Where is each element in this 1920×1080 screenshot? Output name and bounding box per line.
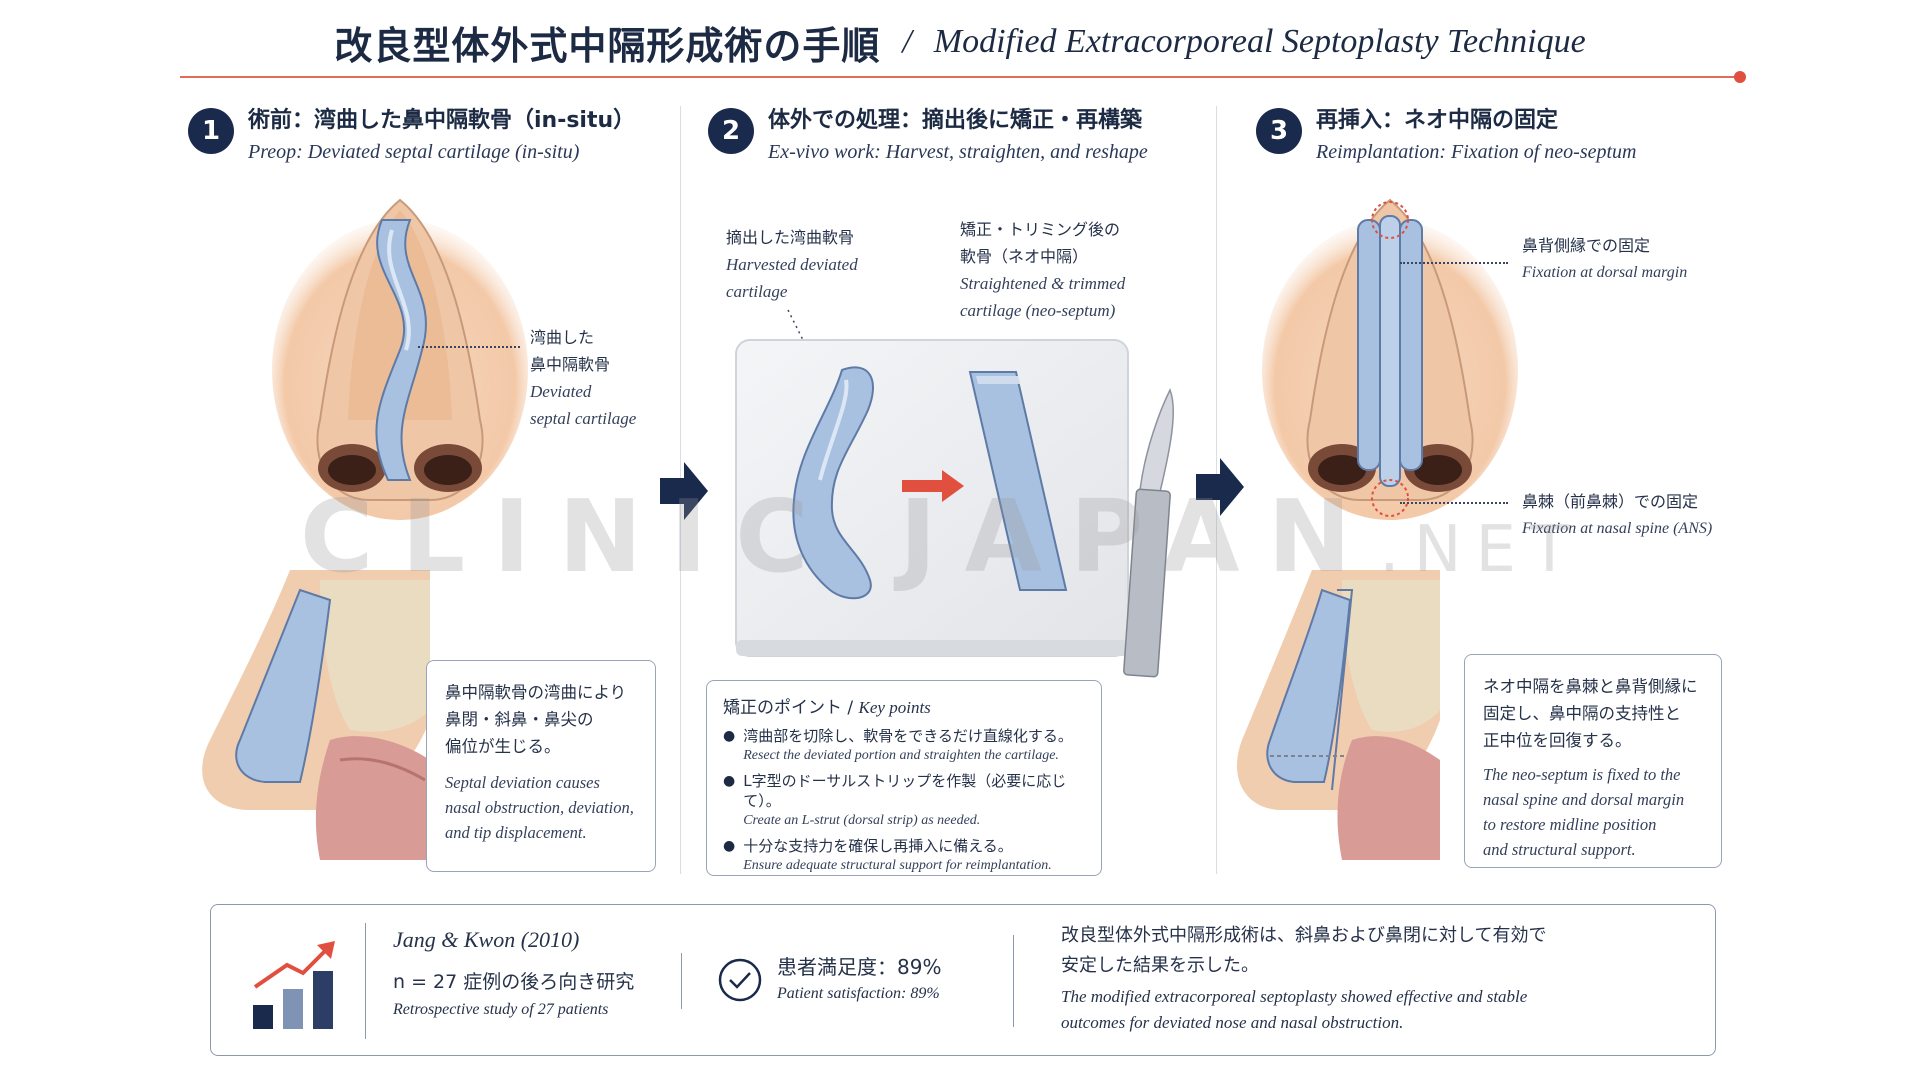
step-2-title: 体外での処理：摘出後に矯正・再構築 [768,108,1143,133]
bullet-icon: ● [723,773,736,789]
callout-en-line1: Straightened & trimmed [960,274,1126,293]
step-arrow-icon [660,462,708,520]
note-jp-line2: 固定し、鼻中隔の支持性と [1483,704,1681,723]
key-point-jp: 湾曲部を切除し、軟骨をできるだけ直線化する。 [743,727,1073,745]
summary-divider [365,923,366,1039]
key-point-item: ● L字型のドーサルストリップを作製（必要に応じて）。 Create an L-… [723,771,1085,830]
callout-en-line1: Deviated [530,382,592,401]
step-3-number: 3 [1256,108,1302,154]
checkmark-circle-icon [718,958,762,1002]
study-jp: n = 27 症例の後ろ向き研究 [393,971,635,993]
callout-jp-line2: 軟骨（ネオ中隔） [960,247,1089,266]
summary-panel: Jang & Kwon (2010) n = 27 症例の後ろ向き研究 Retr… [210,904,1716,1056]
key-points-title-en: Key points [858,698,931,717]
dorsal-fixation-callout: 鼻背側縁での固定 Fixation at dorsal margin [1522,232,1687,286]
key-points-title: 矯正のポイント / Key points [723,693,1085,718]
callout-jp-line1: 矯正・トリミング後の [960,220,1121,239]
conclusion-jp-line2: 安定した結果を示した。 [1061,955,1259,976]
step-1-note-box: 鼻中隔軟骨の湾曲により 鼻閉・斜鼻・鼻尖の 偏位が生じる。 Septal dev… [426,660,656,872]
step-1-title: 術前：湾曲した鼻中隔軟骨（in-situ） [248,108,636,133]
callout-en-line2: septal cartilage [530,409,637,428]
step-2-header: 2 体外での処理：摘出後に矯正・再構築 Ex-vivo work: Harves… [708,104,1148,166]
step-1-header: 1 術前：湾曲した鼻中隔軟骨（in-situ） Preop: Deviated … [188,104,635,166]
step-arrow-icon [1196,458,1244,516]
summary-divider [1013,935,1014,1027]
bullet-icon: ● [723,728,736,744]
step-3-header: 3 再挿入：ネオ中隔の固定 Reimplantation: Fixation o… [1256,104,1637,166]
page-header: 改良型体外式中隔形成術の手順 / Modified Extracorporeal… [180,12,1740,72]
cutting-board-illustration [735,309,1175,678]
callout-jp: 摘出した湾曲軟骨 [726,228,855,247]
step-2-subtitle: Ex-vivo work: Harvest, straighten, and r… [768,141,1148,163]
key-point-jp: 十分な支持力を確保し再挿入に備える。 [743,837,1013,855]
step-3-title: 再挿入：ネオ中隔の固定 [1316,108,1559,133]
nose-front-neoseptum-illustration [1262,198,1518,520]
title-underline-dot [1734,71,1746,83]
step-2-number: 2 [708,108,754,154]
conclusion-en-line2: outcomes for deviated nose and nasal obs… [1061,1013,1404,1032]
callout-jp-line1: 湾曲した [530,328,595,347]
study-en: Retrospective study of 27 patients [393,1001,609,1018]
title-separator: / [902,23,912,60]
note-en-line3: to restore midline position [1483,815,1657,834]
nose-lateral-section-illustration [202,570,430,860]
satisfaction-en: Patient satisfaction: 89% [777,985,940,1002]
callout-jp-line2: 鼻中隔軟骨 [530,355,611,374]
conclusion-jp-line1: 改良型体外式中隔形成術は、斜鼻および鼻閉に対して有効で [1061,925,1547,946]
key-points-title-jp: 矯正のポイント [723,698,842,718]
neo-septum-callout: 矯正・トリミング後の 軟骨（ネオ中隔） Straightened & trimm… [960,216,1125,324]
bullet-icon: ● [723,838,736,854]
callout-en: Fixation at dorsal margin [1522,264,1688,281]
callout-leader-line [1400,502,1508,504]
callout-leader-line [418,346,520,348]
step-1-number: 1 [188,108,234,154]
key-point-en: Resect the deviated portion and straight… [743,748,1059,763]
deviated-cartilage-callout: 湾曲した 鼻中隔軟骨 Deviated septal cartilage [530,324,636,432]
note-jp-line3: 偏位が生じる。 [445,737,561,756]
note-jp-line1: ネオ中隔を鼻棘と鼻背側縁に [1483,677,1698,696]
note-en-line1: Septal deviation causes [445,773,600,792]
note-jp-line1: 鼻中隔軟骨の湾曲により [445,683,627,702]
page-title-en: Modified Extracorporeal Septoplasty Tech… [933,23,1586,60]
growth-chart-icon [253,941,335,1029]
callout-jp: 鼻棘（前鼻棘）での固定 [1522,492,1699,511]
step-1-subtitle: Preop: Deviated septal cartilage (in-sit… [248,141,580,163]
note-en-line1: The neo-septum is fixed to the [1483,765,1681,784]
key-point-item: ● 十分な支持力を確保し再挿入に備える。 Ensure adequate str… [723,836,1085,875]
key-point-en: Create an L-strut (dorsal strip) as need… [743,813,981,828]
key-points-title-sep: / [847,698,854,718]
callout-en: Fixation at nasal spine (ANS) [1522,520,1713,537]
nose-front-deviated-illustration [272,198,528,520]
nose-lateral-fixation-illustration [1236,570,1440,860]
harvested-cartilage-callout: 摘出した湾曲軟骨 Harvested deviated cartilage [726,224,858,305]
callout-en-line2: cartilage [726,282,788,301]
conclusion-en-line1: The modified extracorporeal septoplasty … [1061,987,1528,1006]
callout-jp: 鼻背側縁での固定 [1522,236,1651,255]
key-point-en: Ensure adequate structural support for r… [743,858,1052,873]
note-en-line2: nasal obstruction, deviation, [445,798,634,817]
note-jp-line3: 正中位を回復する。 [1483,731,1632,750]
nasal-spine-fixation-callout: 鼻棘（前鼻棘）での固定 Fixation at nasal spine (ANS… [1522,488,1712,542]
callout-leader-line [1400,262,1508,264]
study-title: Jang & Kwon (2010) [393,927,580,952]
note-en-line4: and structural support. [1483,840,1636,859]
key-point-jp: L字型のドーサルストリップを作製（必要に応じて）。 [743,772,1067,810]
note-jp-line2: 鼻閉・斜鼻・鼻尖の [445,710,594,729]
key-points-box: 矯正のポイント / Key points ● 湾曲部を切除し、軟骨をできるだけ直… [706,680,1102,876]
step-3-note-box: ネオ中隔を鼻棘と鼻背側縁に 固定し、鼻中隔の支持性と 正中位を回復する。 The… [1464,654,1722,868]
step-3-subtitle: Reimplantation: Fixation of neo-septum [1316,141,1637,163]
key-point-item: ● 湾曲部を切除し、軟骨をできるだけ直線化する。 Resect the devi… [723,726,1085,765]
note-en-line2: nasal spine and dorsal margin [1483,790,1685,809]
title-underline [180,76,1740,78]
callout-en-line1: Harvested deviated [726,255,858,274]
note-en-line3: and tip displacement. [445,823,587,842]
callout-en-line2: cartilage (neo-septum) [960,301,1116,320]
summary-divider [681,953,682,1009]
page-title-jp: 改良型体外式中隔形成術の手順 [334,23,881,68]
satisfaction-jp: 患者満足度：89% [777,955,942,979]
